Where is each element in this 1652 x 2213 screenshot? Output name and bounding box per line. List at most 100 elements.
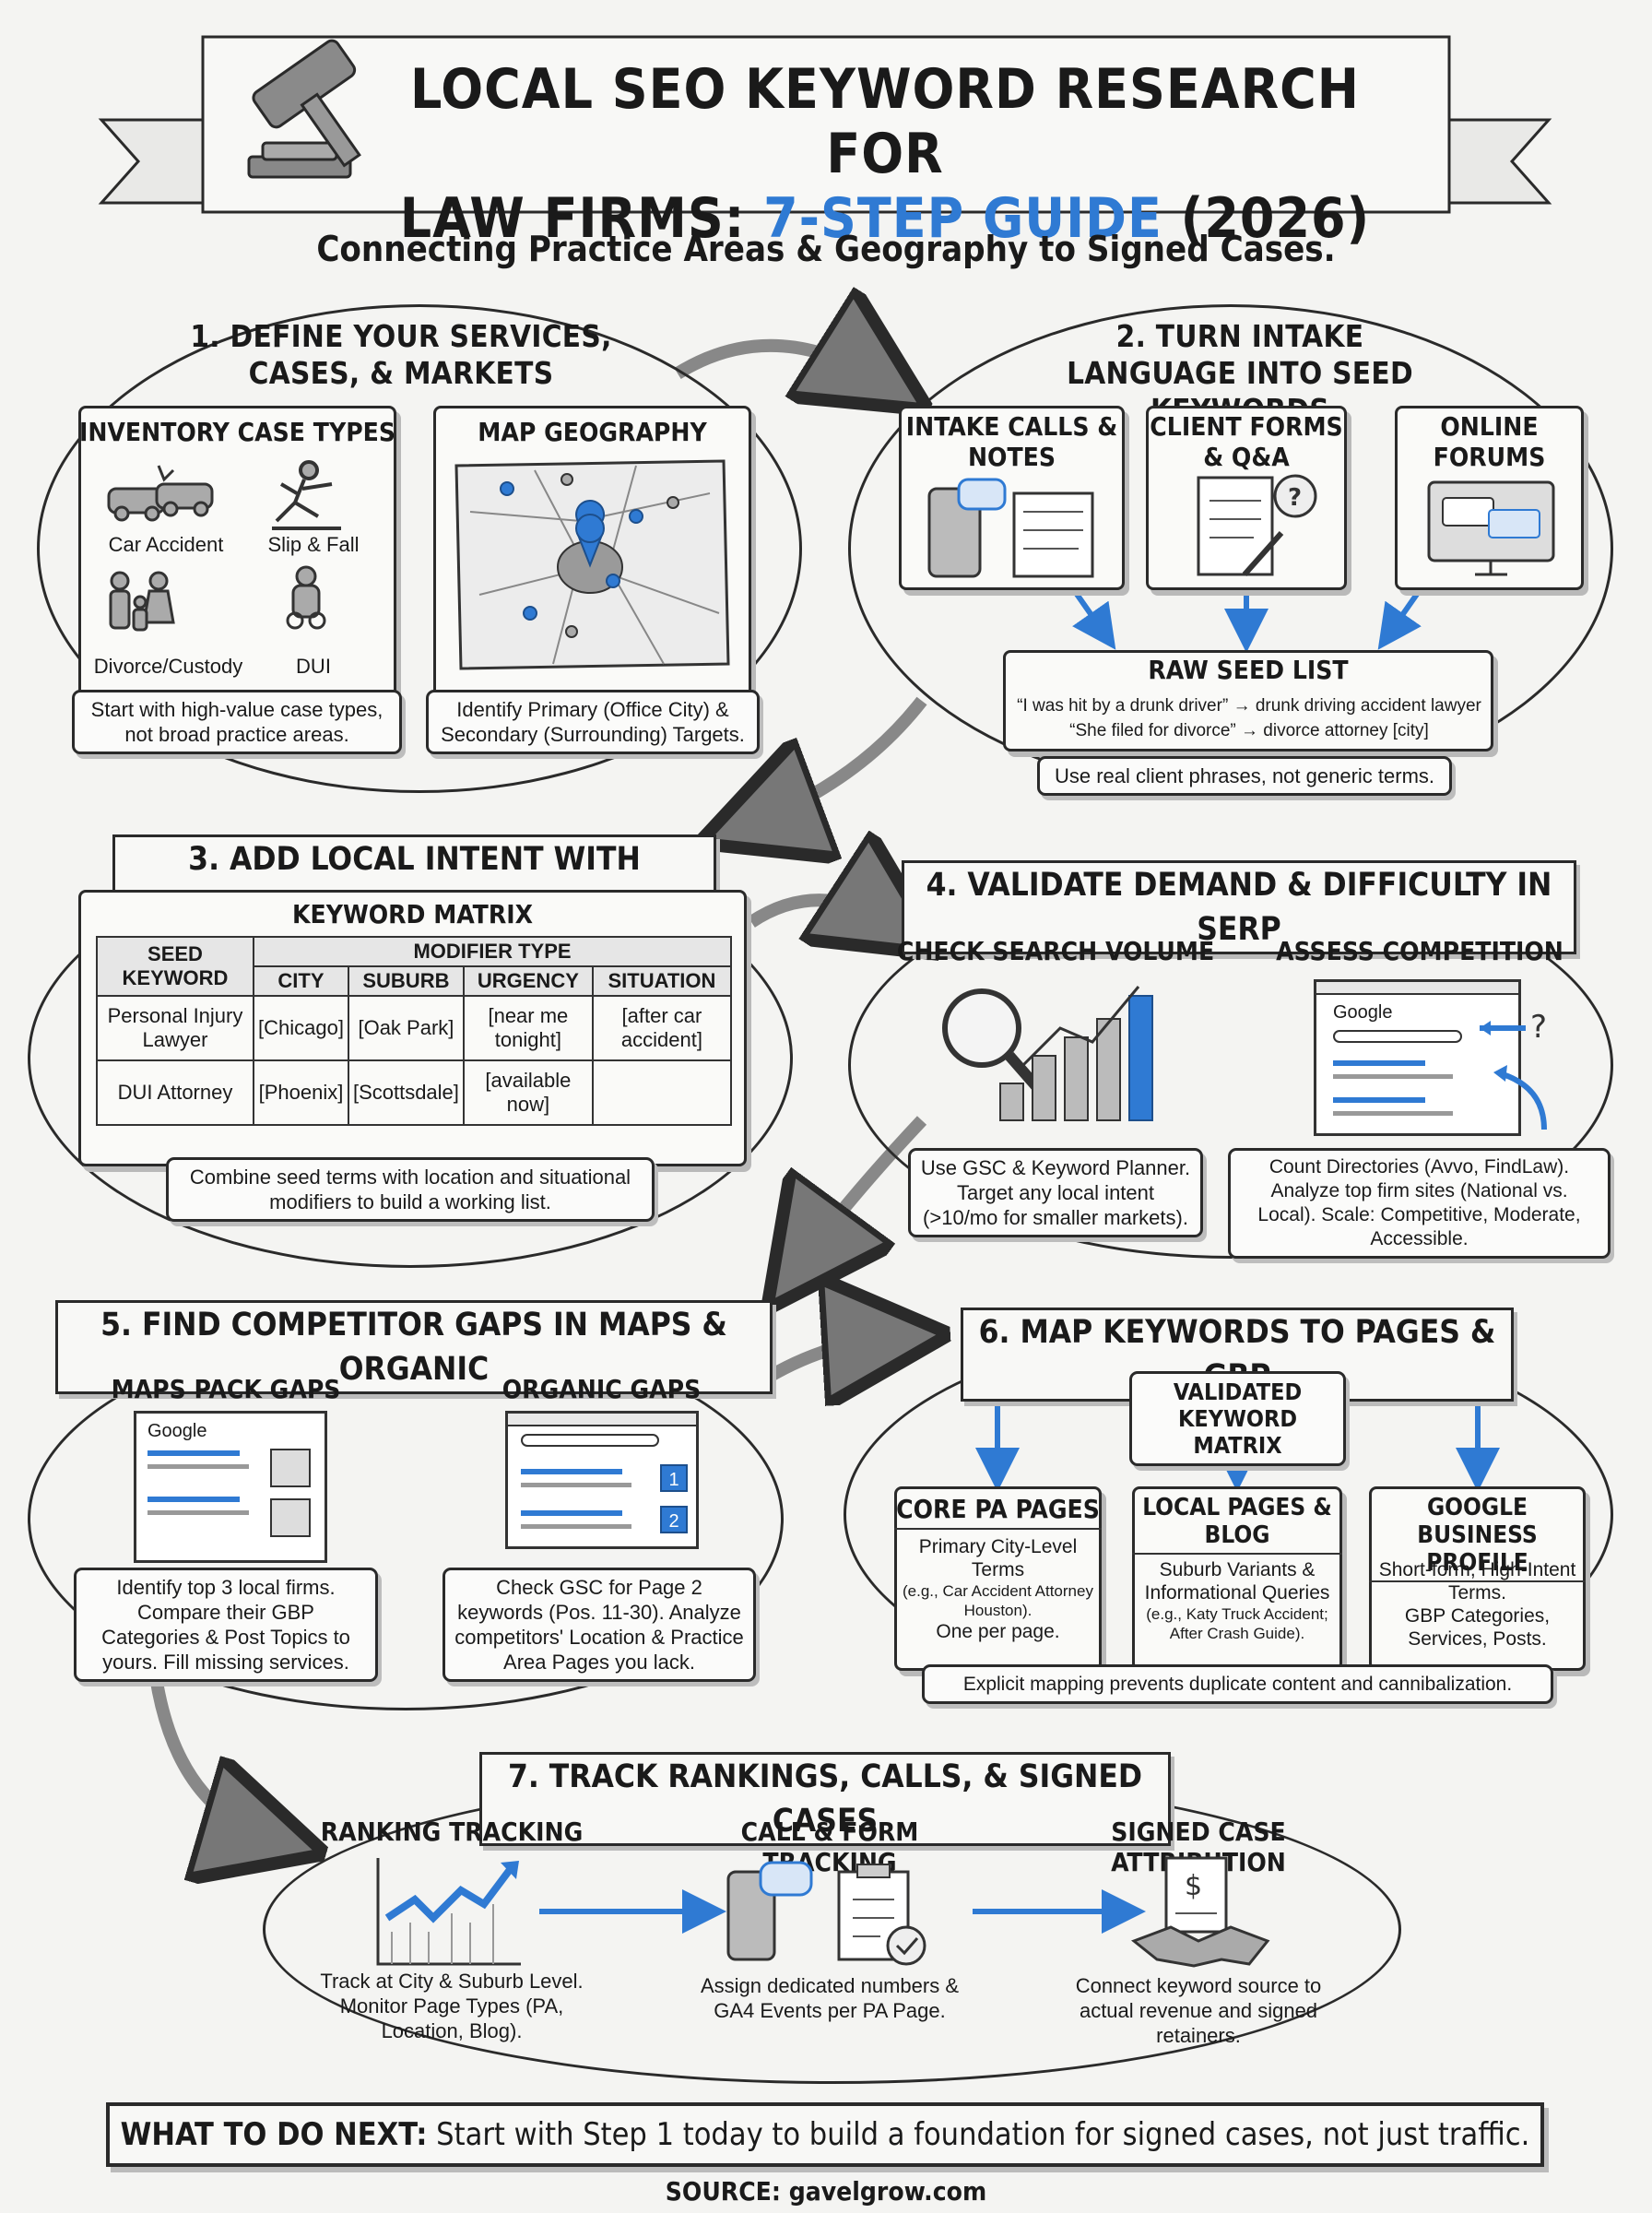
inventory-card: [78, 406, 396, 738]
signed-case-note: Connect keyword source to actual revenue…: [1075, 1974, 1322, 2047]
local-pages-title: LOCAL PAGES & BLOG: [1132, 1494, 1342, 1555]
table-row: DUI Attorney [Phoenix] [Scottsdale] [ava…: [96, 1059, 733, 1126]
step6-note: Explicit mapping prevents duplicate cont…: [922, 1664, 1553, 1704]
trend-chart-icon: [376, 1858, 521, 1966]
gbp-body: Short-form, High-Intent Terms.GBP Catego…: [1378, 1559, 1576, 1650]
organic-gap-title: ORGANIC GAPS: [502, 1374, 702, 1404]
table-cell: [Phoenix]: [253, 1059, 349, 1126]
map-icon: [454, 459, 730, 670]
raw-seed-rows: “I was hit by a drunk driver” → drunk dr…: [1017, 696, 1481, 740]
step5-title: 5. FIND COMPETITOR GAPS IN MAPS & ORGANI…: [55, 1300, 773, 1394]
serp-search-bar: [1333, 1030, 1462, 1043]
local-pages-body: Suburb Variants & Informational Queries(…: [1144, 1559, 1330, 1642]
map-thumb-icon: [270, 1449, 311, 1487]
maps-pack-window: Google: [134, 1411, 327, 1563]
title-banner-shape: [98, 35, 1552, 214]
raw-seed-title: RAW SEED LIST: [1148, 655, 1349, 685]
source-credit: SOURCE: gavelgrow.com: [665, 2176, 987, 2207]
phone-notes-icon: [927, 478, 1094, 578]
next-label: WHAT TO DO NEXT:: [120, 2116, 428, 2153]
family-icon: [109, 571, 175, 632]
google-logo: Google: [1333, 1002, 1393, 1023]
next-text: Start with Step 1 today to build a found…: [427, 2116, 1530, 2153]
col-city: CITY: [253, 965, 349, 997]
competition-note: Count Directories (Avvo, FindLaw). Analy…: [1228, 1148, 1611, 1259]
validated-matrix-root: VALIDATED KEYWORD MATRIX: [1129, 1371, 1346, 1466]
competition-title: ASSESS COMPETITION: [1276, 936, 1564, 966]
table-cell: [Oak Park]: [347, 995, 465, 1061]
step7-title: 7. TRACK RANKINGS, CALLS, & SIGNED CASES: [479, 1752, 1171, 1846]
search-volume-chart-icon: [942, 986, 1153, 1121]
monitor-chat-icon: [1427, 480, 1555, 576]
table-cell: Personal Injury Lawyer: [96, 995, 254, 1061]
col-situation: SITUATION: [591, 965, 733, 997]
inventory-title: INVENTORY CASE TYPES: [78, 417, 396, 447]
source-title-forums: ONLINE FORUMS: [1433, 411, 1546, 472]
case-label-car: Car Accident: [108, 533, 224, 556]
col-urgency: URGENCY: [462, 965, 594, 997]
table-cell: [591, 1059, 733, 1126]
ranking-tracking-title: RANKING TRACKING: [320, 1817, 584, 1847]
map-pin-icons: [500, 481, 643, 621]
serp-window: Google: [1314, 979, 1521, 1136]
volume-title: CHECK SEARCH VOLUME: [896, 936, 1215, 966]
col-seed: SEED KEYWORD: [96, 936, 254, 997]
organic-gap-note: Check GSC for Page 2 keywords (Pos. 11-3…: [442, 1568, 756, 1682]
dui-icon: [286, 565, 326, 630]
table-row: Personal Injury Lawyer [Chicago] [Oak Pa…: [96, 995, 733, 1061]
map-thumb-icon: [270, 1498, 311, 1537]
table-cell: DUI Attorney: [96, 1059, 254, 1126]
keyword-matrix-table: SEED KEYWORD MODIFIER TYPE CITY SUBURB U…: [96, 936, 733, 1126]
phone-form-icon: [726, 1861, 926, 1966]
geography-note: Identify Primary (Office City) & Seconda…: [426, 690, 760, 754]
core-pa-title: CORE PA PAGES: [894, 1494, 1102, 1530]
question-arrow-icon: ?: [1480, 1009, 1547, 1130]
handshake-invoice-icon: $: [1131, 1856, 1270, 1968]
table-cell: [near me tonight]: [462, 995, 594, 1061]
col-modifier-type: MODIFIER TYPE: [253, 936, 732, 967]
col-suburb: SUBURB: [347, 965, 465, 997]
google-logo: Google: [148, 1421, 207, 1441]
case-label-slip: Slip & Fall: [267, 533, 360, 556]
gbp-card: [1369, 1486, 1586, 1671]
table-cell: [after car accident]: [591, 995, 733, 1061]
maps-gap-title: MAPS PACK GAPS: [111, 1374, 341, 1404]
page-subtitle: Connecting Practice Areas & Geography to…: [316, 229, 1336, 269]
car-accident-icon: [107, 465, 214, 522]
local-pages-card: [1132, 1486, 1342, 1671]
gbp-title: GOOGLE BUSINESS PROFILE: [1369, 1494, 1586, 1582]
source-title-forms: CLIENT FORMS & Q&A: [1150, 411, 1343, 472]
table-cell: [available now]: [462, 1059, 594, 1126]
table-cell: [Chicago]: [253, 995, 349, 1061]
inventory-note: Start with high-value case types, not br…: [72, 690, 402, 754]
organic-serp-window: 1 2: [505, 1411, 699, 1549]
step4-title: 4. VALIDATE DEMAND & DIFFICULTY IN SERP: [902, 860, 1576, 954]
table-cell: [Scottsdale]: [347, 1059, 465, 1126]
step2-note: Use real client phrases, not generic ter…: [1037, 756, 1452, 796]
step3-note: Combine seed terms with location and sit…: [166, 1157, 655, 1222]
svg-text:$: $: [1185, 1870, 1202, 1902]
case-label-divorce: Divorce/Custody: [93, 655, 243, 678]
case-label-dui: DUI: [296, 655, 331, 678]
matrix-title: KEYWORD MATRIX: [291, 899, 534, 929]
maps-gap-note: Identify top 3 local firms. Compare thei…: [74, 1568, 378, 1682]
slip-fall-icon: [272, 460, 341, 530]
step2-title: 2. TURN INTAKE LANGUAGE INTO SEED KEYWOR…: [1067, 318, 1413, 428]
geography-title: MAP GEOGRAPHY: [478, 417, 707, 447]
core-pa-body: Primary City-Level Terms(e.g., Car Accid…: [903, 1536, 1093, 1642]
form-question-icon: ?: [1197, 474, 1317, 576]
case-type-icons: [107, 460, 341, 632]
page-title: LOCAL SEO KEYWORD RESEARCH FOR LAW FIRMS…: [399, 57, 1371, 251]
rank-badge: 2: [660, 1506, 688, 1533]
svg-text:?: ?: [1530, 1009, 1547, 1046]
step1-title: 1. DEFINE YOUR SERVICES, CASES, & MARKET…: [190, 318, 612, 391]
ranking-tracking-note: Track at City & Suburb Level. Monitor Pa…: [320, 1970, 584, 2042]
raw-seed-list: [1003, 650, 1493, 751]
step1-frame: [37, 304, 802, 793]
svg-text:?: ?: [1288, 484, 1302, 512]
next-steps-banner: WHAT TO DO NEXT: Start with Step 1 today…: [106, 2102, 1544, 2167]
gavel-icon: [247, 39, 361, 179]
source-title-intake: INTAKE CALLS & NOTES: [905, 411, 1118, 472]
volume-note: Use GSC & Keyword Planner. Target any lo…: [908, 1148, 1203, 1237]
call-form-note: Assign dedicated numbers & GA4 Events pe…: [700, 1974, 960, 2022]
